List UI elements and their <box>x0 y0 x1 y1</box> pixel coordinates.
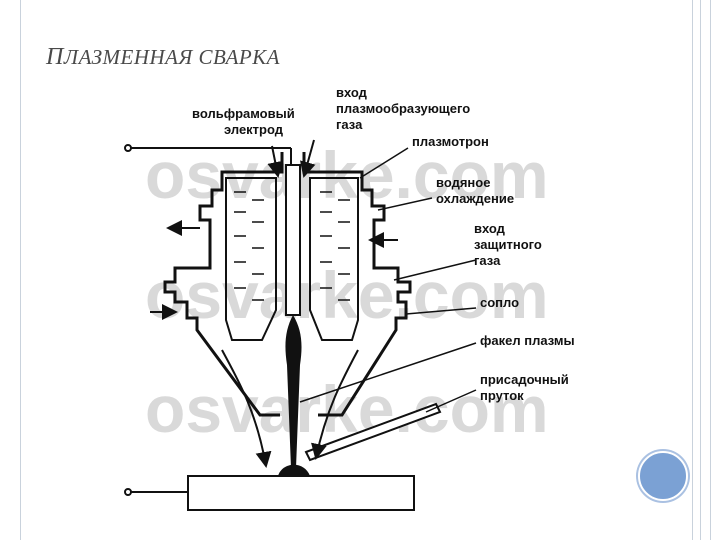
frame-line-right-3 <box>710 0 711 540</box>
water-jacket-right <box>309 177 359 341</box>
electrode-terminal <box>124 144 132 152</box>
plasma-flame <box>285 315 302 468</box>
label-gas-inlet-1: вход <box>336 85 368 100</box>
label-gas-inlet-3: газа <box>336 117 363 132</box>
plasmatron-body-right <box>302 152 412 417</box>
plasmatron-body-left <box>163 152 284 417</box>
label-filler-rod-1: присадочный <box>480 372 569 387</box>
tungsten-electrode <box>285 164 301 316</box>
decorative-circle <box>638 451 688 501</box>
workpiece-terminal <box>124 488 132 496</box>
water-dashes <box>234 191 350 301</box>
label-shield-gas-1: вход <box>474 221 506 236</box>
watermark-2: osvarke.com <box>145 258 549 332</box>
filler-rod <box>304 402 442 462</box>
leader-lines <box>299 147 477 413</box>
slide-title: ПЛАЗМЕННАЯ СВАРКА <box>46 44 280 71</box>
frame-line-right-2 <box>700 0 701 540</box>
label-water-cooling-2: охлаждение <box>436 191 514 206</box>
label-gas-inlet-2: плазмообразующего <box>336 101 470 116</box>
flow-arrows <box>150 139 398 468</box>
frame-line-left <box>20 0 21 540</box>
label-nozzle: сопло <box>480 295 519 310</box>
label-electrode-1: вольфрамовый <box>192 106 295 121</box>
label-shield-gas-3: газа <box>474 253 501 268</box>
label-electrode-2: электрод <box>224 122 284 137</box>
label-plasma-torch: факел плазмы <box>480 333 575 348</box>
slide-title-rest: ЛАЗМЕННАЯ СВАРКА <box>63 45 281 69</box>
label-filler-rod-2: пруток <box>480 388 524 403</box>
workpiece <box>187 475 415 511</box>
label-plasmatron: плазмотрон <box>412 134 489 149</box>
frame-line-right-1 <box>692 0 693 540</box>
water-jacket-left <box>225 177 277 341</box>
slide-title-initial: П <box>46 44 64 70</box>
label-water-cooling-1: водяное <box>436 175 490 190</box>
label-shield-gas-2: защитного <box>474 237 542 252</box>
